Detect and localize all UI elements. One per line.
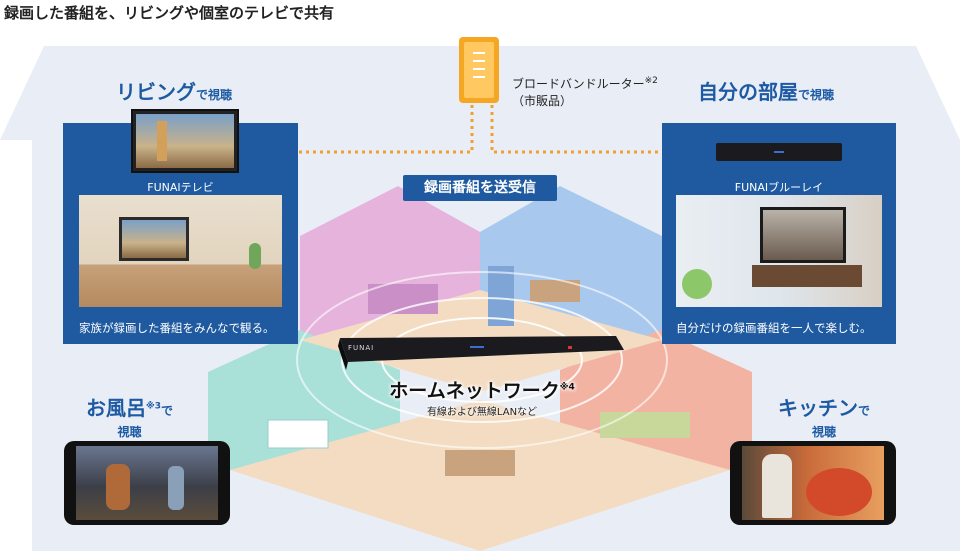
router-note-mark: ※2	[644, 76, 658, 86]
home-network-note-mark: ※4	[559, 382, 575, 393]
bath-title: お風呂※3で 視聴	[86, 392, 173, 440]
kitchen-title-main: キッチン	[778, 396, 858, 420]
recorder-device	[340, 336, 624, 362]
living-title-main: リビング	[116, 80, 196, 104]
room-bath-wall	[208, 330, 400, 470]
giraffe-figure	[157, 121, 167, 161]
living-title-suffix: で視聴	[196, 88, 233, 102]
router-name: ブロードバンドルーター	[512, 77, 645, 91]
living-tv	[131, 109, 239, 173]
page-heading: 録画した番組を、リビングや個室のテレビで共有	[4, 4, 335, 22]
home-network-sub: 有線および無線LANなど	[426, 407, 538, 418]
bath-phone-screen	[76, 446, 218, 520]
bath-title-suffix: で	[161, 404, 174, 418]
bedroom-title-main: 自分の部屋	[698, 80, 798, 104]
bath-note-mark: ※3	[146, 401, 162, 412]
bedroom-title: 自分の部屋で視聴	[698, 76, 834, 105]
kitchen-counter	[600, 412, 690, 438]
kitchen-title-line2: 視聴	[812, 425, 837, 439]
bedroom-device-caption: FUNAIブルーレイ	[734, 181, 824, 194]
bedroom-photo	[676, 195, 882, 307]
recorder-brand: FUNAI	[348, 344, 375, 352]
kitchen-title-suffix: で	[858, 404, 871, 418]
network-line-left	[240, 105, 474, 154]
bath-smartphone	[64, 441, 230, 525]
kitchen-title: キッチンで 視聴	[778, 392, 870, 440]
living-room-plant	[249, 243, 261, 269]
living-panel: FUNAIテレビ 家族が録画した番組をみんなで観る。	[63, 109, 298, 344]
bedroom-toys	[682, 269, 712, 299]
bedroom-tv	[760, 207, 846, 263]
wifi-ring-1	[341, 297, 623, 423]
bluray-device	[716, 143, 842, 161]
kitchen-smartphone	[730, 441, 896, 525]
bedroom-tv-stand	[752, 265, 862, 287]
wifi-ring-2	[296, 271, 668, 449]
living-title: リビングで視聴	[116, 76, 232, 105]
living-device-caption: FUNAIテレビ	[147, 181, 214, 194]
bath-title-main: お風呂	[86, 396, 146, 420]
kitchen-phone-screen	[742, 446, 884, 520]
transfer-badge: 録画番組を送受信	[403, 175, 557, 201]
living-description: 家族が録画した番組をみんなで観る。	[79, 321, 275, 335]
bath-title-line2: 視聴	[117, 425, 142, 439]
bookshelf	[488, 266, 514, 326]
bathtub	[267, 419, 329, 449]
dining-table	[445, 450, 515, 476]
desk	[530, 280, 580, 302]
bedroom-panel: FUNAIブルーレイ 自分だけの録画番組を一人で楽しむ。	[662, 123, 896, 344]
home-network-title: ホームネットワーク	[389, 380, 560, 402]
router-sub: （市販品）	[512, 94, 573, 108]
living-room-photo	[79, 195, 282, 307]
bedroom-description: 自分だけの録画番組を一人で楽しむ。	[676, 321, 872, 335]
network-line-right	[490, 105, 706, 154]
home-network-label: ホームネットワーク※4 有線および無線LANなど	[372, 376, 592, 418]
living-room-tv	[119, 217, 189, 261]
router-label: ブロードバンドルーター※2 （市販品）	[512, 73, 658, 110]
bedroom-title-suffix: で視聴	[798, 88, 835, 102]
